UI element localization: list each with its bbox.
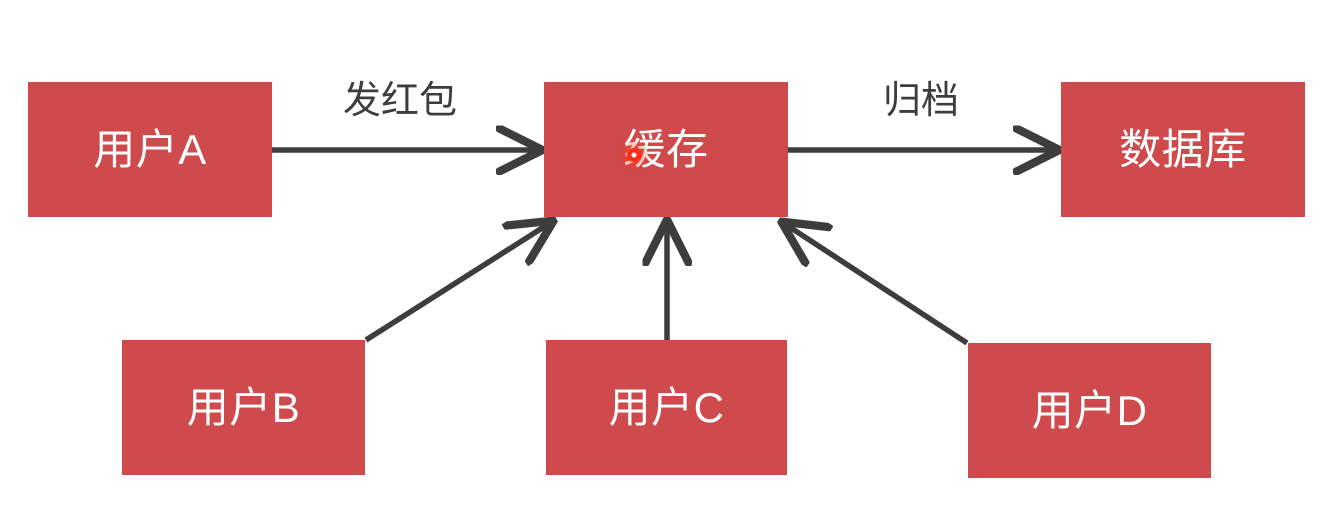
edge-user-b-to-cache	[364, 223, 550, 343]
node-database-label: 数据库	[1119, 125, 1247, 173]
node-user-d-label: 用户D	[1031, 386, 1148, 434]
node-user-c[interactable]: 用户C	[546, 340, 787, 475]
node-user-c-label: 用户C	[608, 383, 725, 431]
node-cache[interactable]: 缓存	[544, 82, 788, 217]
edge-user-d-to-cache	[785, 224, 969, 346]
node-user-d[interactable]: 用户D	[968, 343, 1211, 478]
node-user-a-label: 用户A	[93, 125, 207, 173]
node-user-b-label: 用户B	[186, 383, 301, 431]
node-cache-label: 缓存	[623, 125, 709, 173]
node-user-a[interactable]: 用户A	[28, 82, 272, 217]
edge-label-send-red-packet: 发红包	[342, 80, 458, 122]
edge-label-archive: 归档	[882, 80, 960, 122]
node-database[interactable]: 数据库	[1061, 82, 1305, 217]
node-user-b[interactable]: 用户B	[122, 340, 365, 475]
